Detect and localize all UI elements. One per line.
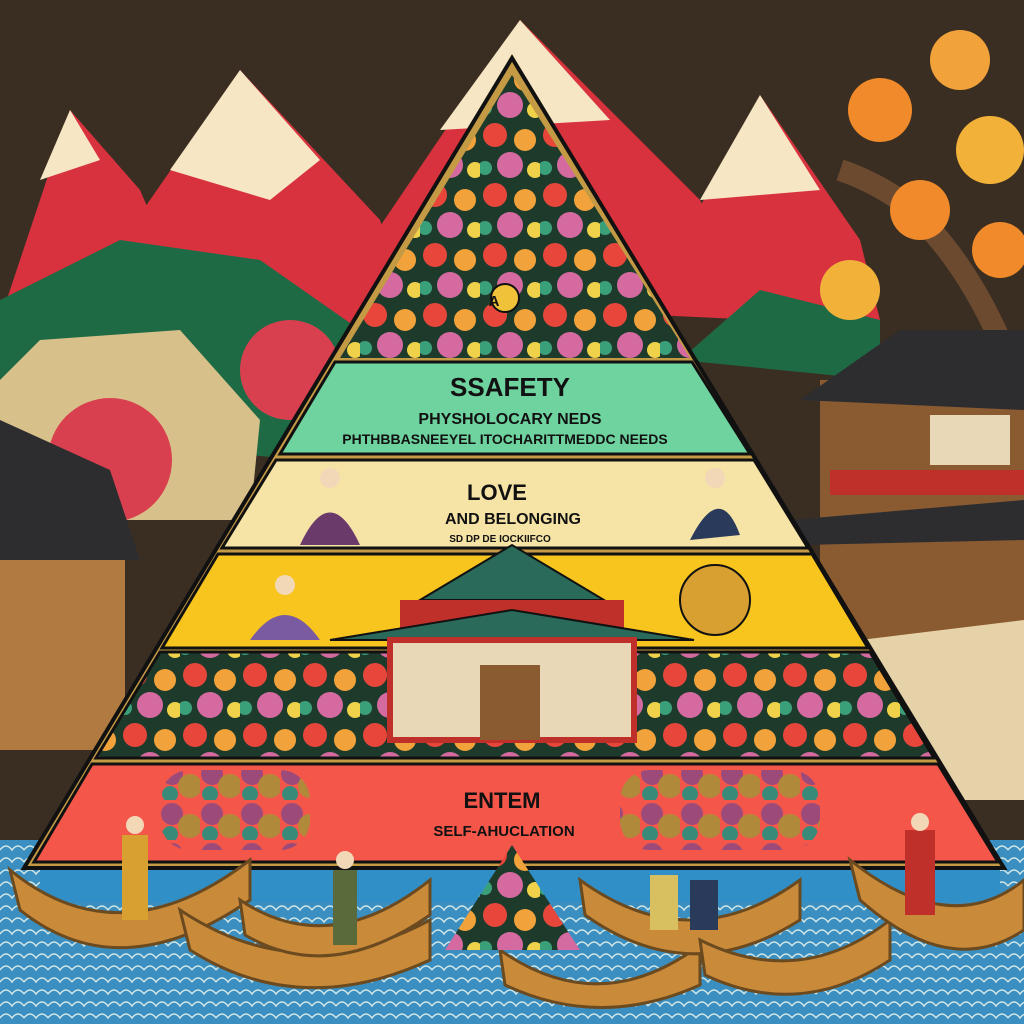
level-2-line2: SD DP DE IOCKIIFCO: [449, 534, 551, 545]
level-1-title: SSAFETY: [450, 372, 570, 402]
level-1-line1: PHYSHOLOCARY NEDS: [418, 411, 601, 428]
temple: [329, 543, 695, 743]
figures: [250, 468, 751, 640]
autumn-tree: [820, 30, 1024, 345]
level-1-band: [277, 360, 753, 456]
apex-emblem: [490, 283, 520, 313]
small-pyramid: [445, 845, 580, 950]
level-4-title: ENTEM: [464, 788, 541, 813]
village-buildings: [0, 330, 1024, 800]
level-2-title: LOVE: [467, 480, 527, 505]
boat-figures: [122, 813, 935, 945]
pyramid: [20, 54, 1008, 870]
pyramid-apex-pattern: [340, 75, 690, 358]
level-2-line1: AND BELONGING: [445, 511, 581, 528]
mountains: [0, 20, 880, 522]
boats: [7, 856, 1024, 1009]
level-4-line1: SELF-AНUCLATION: [433, 823, 574, 840]
level-1-line2: PHTHBBASNEEYEL ITOCHARITTMEDDC NEEDS: [342, 431, 667, 447]
apex-emblem-letter: A: [489, 293, 500, 310]
level-2-band: [219, 458, 811, 550]
